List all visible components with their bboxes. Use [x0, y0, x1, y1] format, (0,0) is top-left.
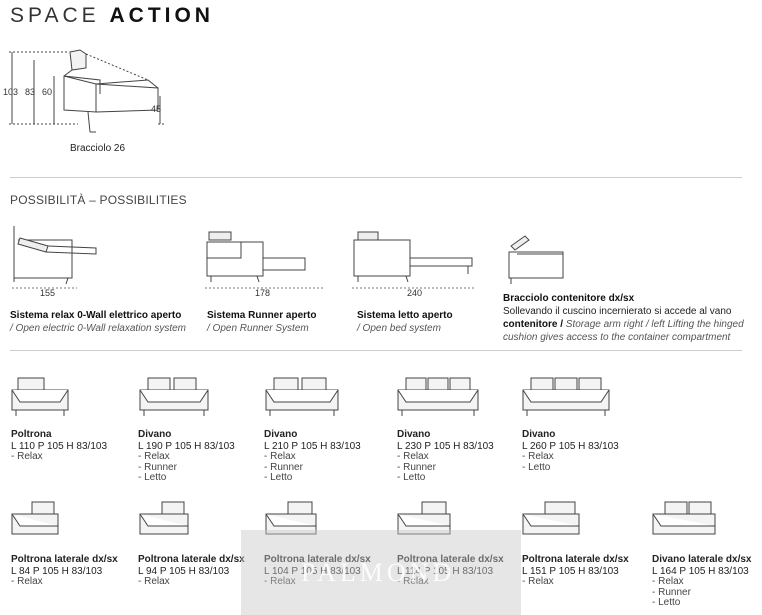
storage-arm-caption: Bracciolo contenitore dx/sx Sollevando i… [503, 293, 744, 343]
side-armchair-114-icon [397, 501, 451, 535]
runner-dim: 178 [255, 288, 270, 298]
storage-arm-drawing [508, 235, 564, 284]
divider [10, 177, 742, 178]
relax-system-drawing: 155 [12, 226, 97, 298]
side-armchair-104-icon [265, 501, 317, 535]
runner-caption: Sistema Runner aperto/ Open Runner Syste… [207, 310, 317, 334]
bed-dim: 240 [407, 288, 422, 298]
sofa-260-icon [522, 377, 610, 416]
side-armchair-94-icon [139, 501, 189, 535]
side-profile-drawing: 103 83 60 45 [3, 49, 166, 133]
sofa-190-icon [139, 377, 209, 416]
section-title: POSSIBILITÀ – POSSIBILITIES [10, 193, 187, 207]
height-dim-3: 60 [42, 87, 52, 97]
armchair-icon [11, 377, 69, 416]
height-dim-1: 103 [3, 87, 18, 97]
watermark-text: PALMOND [301, 558, 456, 587]
relax-dim: 155 [40, 288, 55, 298]
runner-system-drawing: 178 [205, 231, 325, 298]
watermark-overlay: PALMOND [241, 530, 521, 615]
seat-height-dim: 45 [151, 104, 161, 114]
sofa-230-icon [397, 377, 479, 416]
bed-caption: Sistema letto aperto/ Open bed system [357, 310, 453, 334]
bed-system-drawing: 240 [352, 231, 476, 298]
divider [10, 350, 742, 351]
side-sofa-164-icon [652, 501, 716, 535]
relax-caption: Sistema relax 0-Wall elettrico aperto/ O… [10, 310, 186, 334]
height-dim-2: 83 [25, 87, 35, 97]
side-armchair-151-icon [522, 501, 580, 535]
armrest-label: Bracciolo 26 [70, 143, 126, 154]
page-title: SPACE ACTION [10, 4, 214, 27]
sofa-210-icon [265, 377, 339, 416]
side-armchair-84-icon [11, 501, 59, 535]
